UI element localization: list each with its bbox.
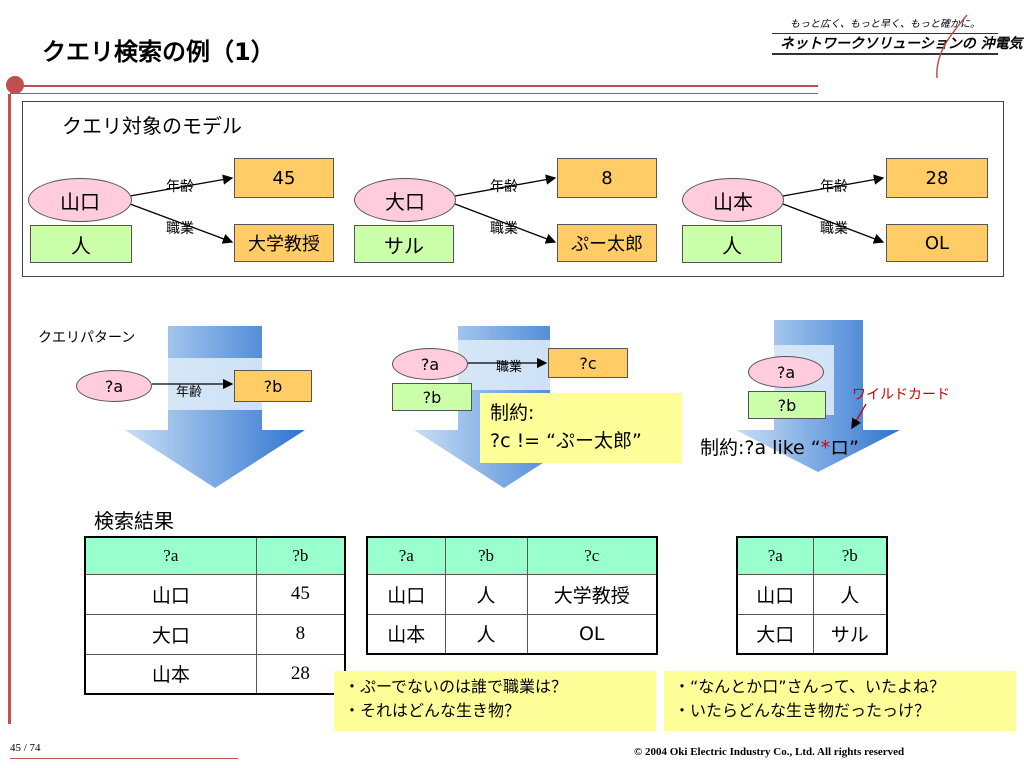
subject-node: 大口 bbox=[354, 178, 456, 222]
job-node: ぷー太郎 bbox=[557, 224, 657, 262]
copyright: © 2004 Oki Electric Industry Co., Ltd. A… bbox=[634, 746, 905, 758]
table-cell: 大口 bbox=[736, 613, 814, 655]
note-line: ・それはどんな生き物？ bbox=[344, 701, 521, 720]
result-table-1: ?a ?b 山口 45 大口 8 山本 28 bbox=[84, 536, 346, 695]
table-header: ?b bbox=[444, 536, 528, 575]
edge-label-job: 職業 bbox=[490, 221, 518, 237]
pattern-node-b: ?b bbox=[234, 370, 312, 402]
table-cell: 45 bbox=[255, 573, 346, 615]
table-row: 山口 人 大学教授 bbox=[366, 573, 658, 615]
model-title: クエリ対象のモデル bbox=[62, 114, 242, 138]
table-cell: 大学教授 bbox=[526, 573, 658, 615]
table-row: 山口 人 bbox=[736, 573, 888, 615]
type-node: 人 bbox=[30, 225, 132, 263]
result-table-3: ?a ?b 山口 人 大口 サル bbox=[736, 536, 888, 655]
table-cell: 28 bbox=[255, 653, 346, 695]
constraint-line: 制約: bbox=[490, 402, 535, 424]
age-node: 28 bbox=[886, 158, 988, 198]
note-line: ・“なんとか口”さんって、いたよね？ bbox=[674, 677, 945, 696]
logo-divider bbox=[772, 33, 998, 34]
table-row: 山本 人 OL bbox=[366, 613, 658, 655]
subject-node: 山本 bbox=[682, 178, 784, 222]
edge-label-age: 年齢 bbox=[820, 179, 848, 195]
edge-label-age: 年齢 bbox=[490, 179, 518, 195]
wildcard-label: ワイルドカード bbox=[852, 387, 950, 403]
table-header: ?b bbox=[255, 536, 346, 575]
left-rule bbox=[8, 94, 11, 724]
edge-label-age: 年齢 bbox=[166, 179, 194, 195]
job-node: 大学教授 bbox=[234, 224, 334, 262]
pattern-edge-label: 年齢 bbox=[176, 385, 203, 400]
title-rule-thin bbox=[10, 93, 818, 94]
age-node: 8 bbox=[557, 158, 657, 198]
note-line: ・ぷーでないのは誰で職業は？ bbox=[344, 677, 568, 696]
job-node: OL bbox=[886, 224, 988, 262]
pattern-node-c: ?c bbox=[548, 348, 628, 378]
table-header: ?b bbox=[812, 536, 888, 575]
table-header: ?a bbox=[366, 536, 446, 575]
table-cell: サル bbox=[812, 613, 888, 655]
results-label: 検索結果 bbox=[94, 509, 174, 533]
table-cell: 山本 bbox=[84, 653, 257, 695]
note-line: ・いたらどんな生き物だったっけ？ bbox=[674, 701, 931, 720]
company-logo: ネットワークソリューションの 沖電気 bbox=[780, 36, 1023, 52]
table-cell: 大口 bbox=[84, 613, 257, 655]
table-cell: 人 bbox=[444, 613, 528, 655]
logo-underline bbox=[772, 53, 998, 55]
edge-label-job: 職業 bbox=[820, 221, 848, 237]
pattern-edge-label: 職業 bbox=[496, 360, 523, 375]
footer-rule bbox=[10, 758, 238, 759]
table-cell: 人 bbox=[812, 573, 888, 615]
table-cell: 山口 bbox=[736, 573, 814, 615]
pattern-node-a: ?a bbox=[392, 348, 468, 380]
pattern-label: クエリパターン bbox=[38, 330, 136, 346]
table-header: ?a bbox=[84, 536, 257, 575]
pattern-node-b: ?b bbox=[392, 383, 472, 411]
pattern-node-b: ?b bbox=[748, 391, 826, 419]
table-cell: 山本 bbox=[366, 613, 446, 655]
table-row: 大口 サル bbox=[736, 613, 888, 655]
note-box-2: ・“なんとか口”さんって、いたよね？ ・いたらどんな生き物だったっけ？ bbox=[664, 671, 1016, 731]
table-cell: OL bbox=[526, 613, 658, 655]
note-box-1: ・ぷーでないのは誰で職業は？ ・それはどんな生き物？ bbox=[334, 671, 656, 731]
table-row: 山口 45 bbox=[84, 573, 346, 615]
type-node: サル bbox=[354, 225, 454, 263]
constraint-line: ?c != “ぷー太郎” bbox=[490, 430, 642, 452]
edge-label-job: 職業 bbox=[166, 221, 194, 237]
table-header: ?c bbox=[526, 536, 658, 575]
page-title: クエリ検索の例（1） bbox=[42, 38, 275, 66]
constraint-text: 制約:?a like “*ロ” bbox=[700, 437, 859, 459]
wildcard-star: * bbox=[820, 437, 831, 459]
pattern-node-a: ?a bbox=[76, 370, 152, 402]
page-number: 45 / 74 bbox=[10, 742, 41, 754]
table-cell: 山口 bbox=[366, 573, 446, 615]
logo-tagline: もっと広く、もっと早く、もっと確かに。 bbox=[790, 19, 980, 30]
result-table-2: ?a ?b ?c 山口 人 大学教授 山本 人 OL bbox=[366, 536, 658, 655]
title-rule bbox=[10, 85, 818, 87]
pattern-node-a: ?a bbox=[748, 356, 824, 388]
table-row: 大口 8 bbox=[84, 613, 346, 655]
table-cell: 人 bbox=[444, 573, 528, 615]
table-row: 山本 28 bbox=[84, 653, 346, 695]
age-node: 45 bbox=[234, 158, 334, 198]
constraint-box: 制約: ?c != “ぷー太郎” bbox=[480, 393, 682, 463]
subject-node: 山口 bbox=[28, 178, 132, 222]
table-cell: 8 bbox=[255, 613, 346, 655]
table-header: ?a bbox=[736, 536, 814, 575]
model-panel bbox=[22, 101, 1004, 277]
logo-swoosh-icon bbox=[936, 14, 968, 79]
model-connectors bbox=[129, 174, 885, 244]
type-node: 人 bbox=[682, 225, 782, 263]
table-cell: 山口 bbox=[84, 573, 257, 615]
